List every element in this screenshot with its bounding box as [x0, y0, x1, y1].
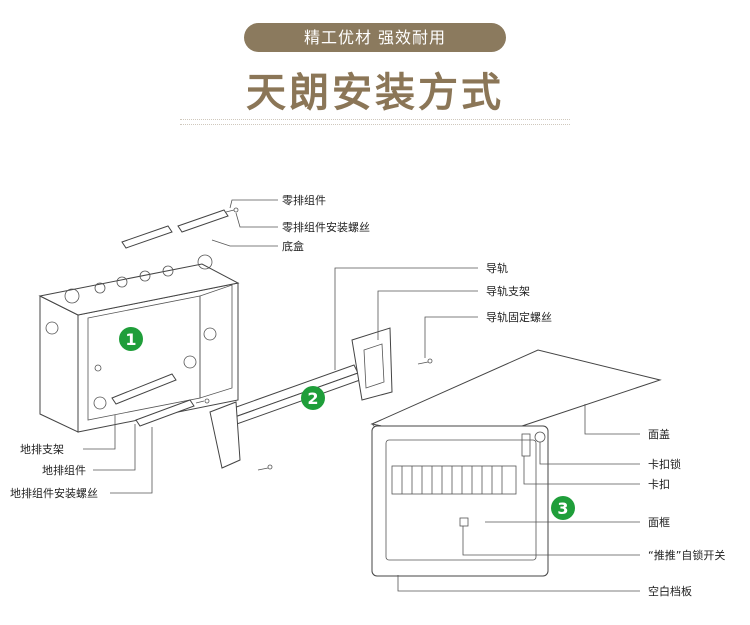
- label-rail-bracket: 导轨支架: [486, 284, 530, 298]
- panel-drawing: [370, 349, 662, 577]
- step-badge-2: 2: [301, 386, 325, 410]
- svg-text:1: 1: [125, 330, 136, 349]
- bottom-box-drawing: [38, 254, 240, 433]
- tagline-pill: 精工优材 强效耐用: [244, 23, 506, 52]
- label-cover: 面盖: [648, 427, 670, 441]
- decorative-divider: [180, 124, 570, 128]
- label-bottom-box: 底盒: [282, 239, 304, 253]
- label-ground-bracket: 地排支架: [20, 442, 64, 456]
- svg-text:2: 2: [307, 389, 318, 408]
- zero-bar-drawing: [121, 207, 239, 249]
- leader-lines: [83, 199, 640, 592]
- step-badge-3: 3: [551, 496, 575, 520]
- label-rail-screw: 导轨固定螺丝: [486, 310, 552, 324]
- ground-bar-drawing: [111, 373, 210, 427]
- step-badge-1: 1: [119, 327, 143, 351]
- label-zero-bar-screw: 零排组件安装螺丝: [282, 220, 370, 234]
- label-latch: 卡扣: [648, 477, 670, 491]
- label-frame: 面框: [648, 516, 670, 529]
- label-ground-bar-screw: 地排组件安装螺丝: [10, 486, 98, 500]
- decorative-divider: [180, 119, 570, 123]
- breaker-row: [401, 466, 503, 494]
- page-title: 天朗安装方式: [246, 70, 504, 116]
- label-ground-bar: 地排组件: [42, 463, 86, 477]
- label-zero-bar: 零排组件: [282, 193, 326, 207]
- label-push-switch: “推推”自锁开关: [648, 548, 725, 562]
- label-blank-plate: 空白档板: [648, 584, 692, 598]
- rail-drawing: [209, 327, 433, 471]
- label-rail: 导轨: [486, 261, 508, 275]
- label-latch-lock: 卡扣锁: [648, 457, 681, 471]
- svg-text:3: 3: [557, 499, 568, 518]
